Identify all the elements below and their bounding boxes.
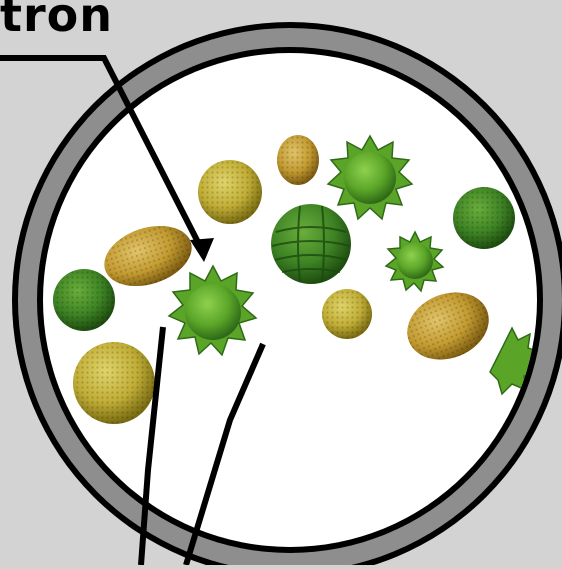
diagram-label: tron [0,0,113,42]
